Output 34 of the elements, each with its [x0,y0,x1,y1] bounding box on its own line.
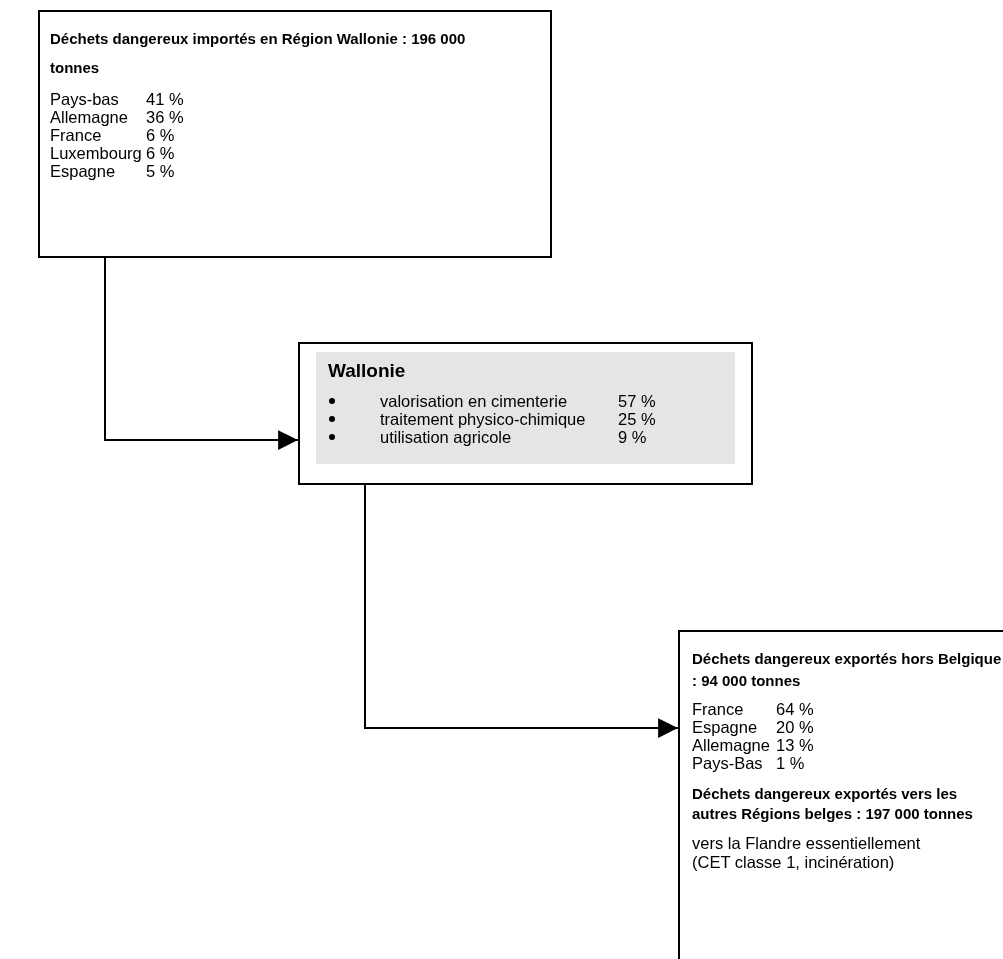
percentage: 1 % [776,754,806,772]
percentage: 20 % [776,718,815,736]
percentage: 25 % [618,410,657,428]
country-name: Espagne [50,162,117,180]
heading: Déchets dangereux exportés vers les autres Régions belges : 197 000 tonnes [692,784,974,824]
treatment-name: traitement physico-chimique [380,410,587,428]
country-name: Luxembourg [50,144,143,162]
country-name: Pays-Bas [692,754,764,772]
country-name: Pays-bas [50,90,120,108]
percentage: 41 % [146,90,185,108]
percentage: 5 % [146,162,176,180]
percentage: 57 % [618,392,657,410]
info-box [678,630,1003,959]
country-name: Allemagne [692,736,771,754]
note-text: vers la Flandre essentiellement (CET classe 1, incinération) [692,834,922,872]
treatment-name: utilisation agricole [380,428,513,446]
info-box [38,10,552,258]
country-name: France [692,700,745,718]
country-name: Allemagne [50,108,129,126]
percentage: 13 % [776,736,815,754]
heading: Wallonie [328,360,407,382]
percentage: 6 % [146,126,176,144]
heading: Déchets dangereux importés en Région Wallonie : 196 000 tonnes [50,29,467,78]
treatment-name: valorisation en cimenterie [380,392,569,410]
percentage: 36 % [146,108,185,126]
arrow [364,484,679,738]
percentage: 64 % [776,700,815,718]
country-name: Espagne [692,718,759,736]
percentage: 6 % [146,144,176,162]
process-box [298,342,753,485]
percentage: 9 % [618,428,648,446]
arrow [104,257,299,450]
country-name: France [50,126,103,144]
heading: Déchets dangereux exportés hors Belgique : 94 000 tonnes [692,649,1003,691]
